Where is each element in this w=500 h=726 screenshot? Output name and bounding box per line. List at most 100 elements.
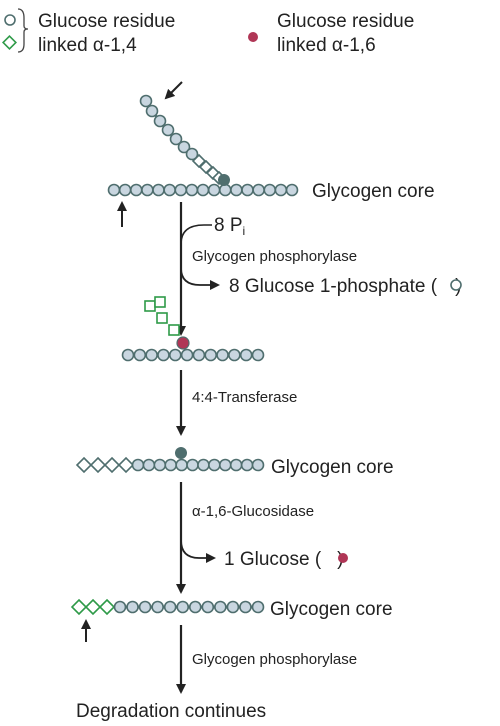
glucose-residue <box>161 123 175 137</box>
product1-label: 8 Glucose 1-phosphate () <box>229 276 461 297</box>
glucose-residue-diamond <box>89 456 107 474</box>
legend-alpha16-line1: Glucose residue <box>277 11 414 32</box>
legend-alpha14-line2: linked α-1,4 <box>38 35 137 56</box>
glucose-residue <box>138 600 152 614</box>
legend-alpha16-line2: linked α-1,6 <box>277 35 376 56</box>
glucose-residue <box>129 183 143 197</box>
transferred-residues <box>75 456 135 474</box>
glucose-residue <box>185 183 199 197</box>
glucose-residue <box>153 114 167 128</box>
enzyme4-label: Glycogen phosphorylase <box>192 651 357 668</box>
glucose-residue <box>169 132 183 146</box>
glucose-residue <box>175 458 188 472</box>
glucose-residue <box>251 458 265 472</box>
glucose-residue-diamond <box>75 456 93 474</box>
glycogen-core-row-4 <box>113 600 265 614</box>
glucose-residue <box>263 183 277 197</box>
glucose-residue <box>141 183 154 197</box>
glucose-residue <box>207 183 221 197</box>
green-residue-diamond <box>98 598 116 616</box>
green-residue-diamond <box>84 598 102 616</box>
linear-chain-diamonds <box>70 598 116 616</box>
glucose-residue <box>186 458 199 472</box>
glucose-residue <box>126 600 139 614</box>
glucose-residue <box>185 147 199 161</box>
glycogen-core-row-3 <box>131 458 265 472</box>
glucose-residue <box>240 458 254 472</box>
glucose-residue <box>228 348 241 362</box>
product1-curve-arrow-icon <box>180 267 220 290</box>
glucose-residue <box>239 348 253 362</box>
glucose-residue <box>152 183 165 197</box>
glucose-residue <box>241 183 254 197</box>
core2-label: Glycogen core <box>271 457 394 478</box>
glucose-residue <box>177 140 191 154</box>
enzyme1-label: Glycogen phosphorylase <box>192 248 357 265</box>
glucose-residue <box>192 348 206 362</box>
glucose-residue <box>133 348 147 362</box>
glucose-residue <box>274 183 288 197</box>
core3-label: Glycogen core <box>270 599 393 620</box>
remaining-branch-stub <box>144 296 180 336</box>
glucose-residue <box>197 458 210 472</box>
legend-circle-residue-icon <box>4 14 16 26</box>
product2-label: 1 Glucose () <box>224 549 343 570</box>
branch-point-1 <box>218 174 230 186</box>
glucose-residue <box>168 348 182 362</box>
glucose-residue <box>164 458 178 472</box>
glycogen-core-row-2 <box>121 348 265 362</box>
glucose-residue <box>252 183 265 197</box>
glucose-residue <box>121 348 135 362</box>
glucose-residue <box>157 348 170 362</box>
glucose-residue <box>208 458 221 472</box>
glucose-residue <box>142 458 156 472</box>
legend: Glucose residue linked α-1,4 Glucose res… <box>2 8 414 56</box>
enzyme2-label: 4:4-Transferase <box>192 389 297 406</box>
glucose-residue <box>176 600 190 614</box>
outer-branch-chain <box>139 94 227 186</box>
legend-brace-icon <box>17 8 29 53</box>
glucose-residue <box>230 183 243 197</box>
phosphate-input-label: 8 Pi <box>214 215 245 238</box>
glucose-residue <box>145 348 158 362</box>
glucose-residue <box>118 183 132 197</box>
glucose-residue <box>229 458 243 472</box>
green-residue <box>156 312 168 324</box>
glucose-residue <box>113 600 127 614</box>
legend-diamond-residue-icon <box>2 35 17 50</box>
green-residue-diamond <box>70 598 88 616</box>
green-residue <box>144 300 156 312</box>
glucose-residue <box>204 348 218 362</box>
glucose-residue <box>196 183 210 197</box>
glucose-residue <box>163 183 176 197</box>
glucose-residue <box>251 600 265 614</box>
glucose-residue <box>239 600 252 614</box>
enzyme3-label: α-1,6-Glucosidase <box>192 503 314 520</box>
branch-point-3 <box>175 447 187 459</box>
glucose-residue <box>226 600 240 614</box>
glucose-residue <box>218 458 232 472</box>
glucose-residue <box>285 183 299 197</box>
glucose-residue <box>251 348 265 362</box>
glucose-residue-diamond <box>103 456 121 474</box>
legend-alpha14-line1: Glucose residue <box>38 11 175 32</box>
glucose-residue <box>153 458 167 472</box>
phosphate-input-curve-icon <box>180 224 212 245</box>
glucose-residue-diamond <box>117 456 135 474</box>
glucose-residue <box>218 183 232 197</box>
glucose-residue <box>214 600 227 614</box>
product1-residue-icon <box>450 279 462 291</box>
glucose-residue <box>131 458 145 472</box>
branch-point-2 <box>176 336 190 350</box>
product2-residue-icon <box>338 553 348 563</box>
glucose-residue <box>145 104 159 118</box>
glucose-residue <box>107 183 121 197</box>
glucose-residue <box>188 600 202 614</box>
glucose-residue <box>180 348 194 362</box>
glycogen-core-row-1 <box>107 183 299 197</box>
green-residue <box>168 324 180 336</box>
glucose-residue <box>174 183 188 197</box>
glucose-residue <box>139 94 153 108</box>
